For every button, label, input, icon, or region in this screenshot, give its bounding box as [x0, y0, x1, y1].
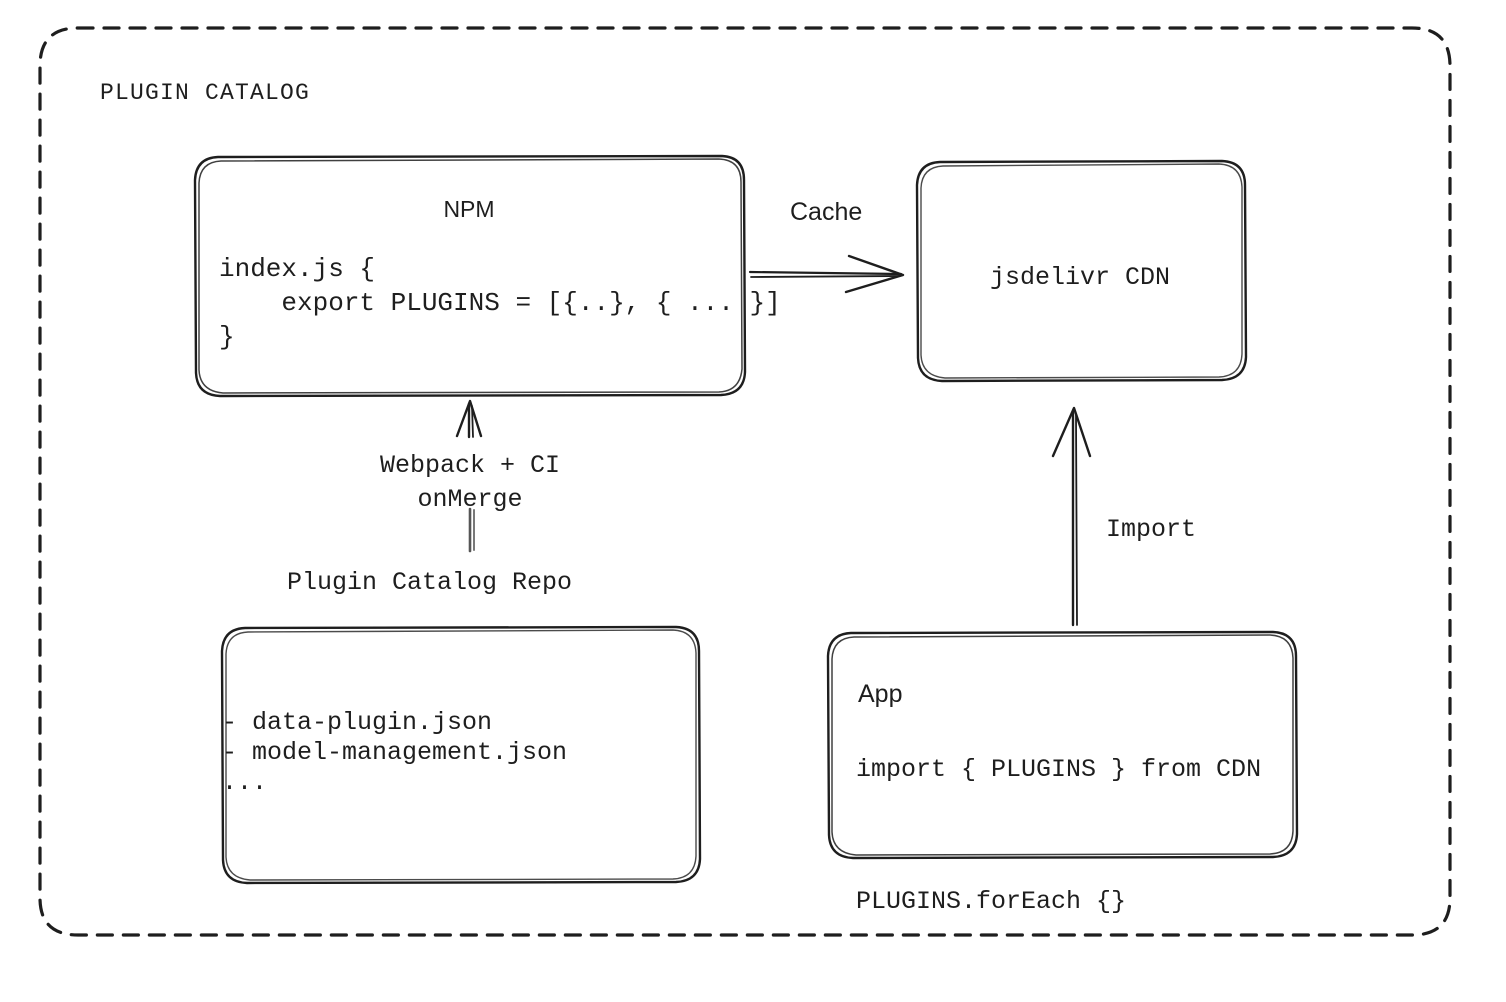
repo-node-shape[interactable]	[220, 625, 702, 885]
cache-edge-label: Cache	[790, 198, 863, 226]
npm-node-shape[interactable]	[193, 154, 747, 398]
app-node-title: App	[858, 680, 903, 708]
import-arrow	[1051, 406, 1092, 627]
npm-node-code: index.js { export PLUGINS = [{..}, { ...…	[219, 254, 781, 352]
build-edge-label: Webpack + CI onMerge	[379, 451, 561, 514]
cdn-node-title: jsdelivr CDN	[989, 263, 1171, 292]
repo-node-file-list: - data-plugin.json - model-management.js…	[222, 708, 568, 797]
plugin-catalog-title: PLUGIN CATALOG	[100, 80, 311, 106]
import-edge-label: Import	[1106, 515, 1197, 544]
npm-node-title: NPM	[443, 196, 495, 222]
repo-node-heading: Plugin Catalog Repo	[287, 568, 573, 597]
app-node-shape[interactable]	[826, 630, 1299, 860]
build-arrow	[455, 399, 483, 553]
plugin-catalog-container-border	[38, 26, 1452, 937]
cdn-node-shape[interactable]	[915, 159, 1248, 383]
app-node-code: import { PLUGINS } from CDN PLUGINS.forE…	[856, 755, 1262, 916]
cache-arrow	[748, 254, 905, 294]
